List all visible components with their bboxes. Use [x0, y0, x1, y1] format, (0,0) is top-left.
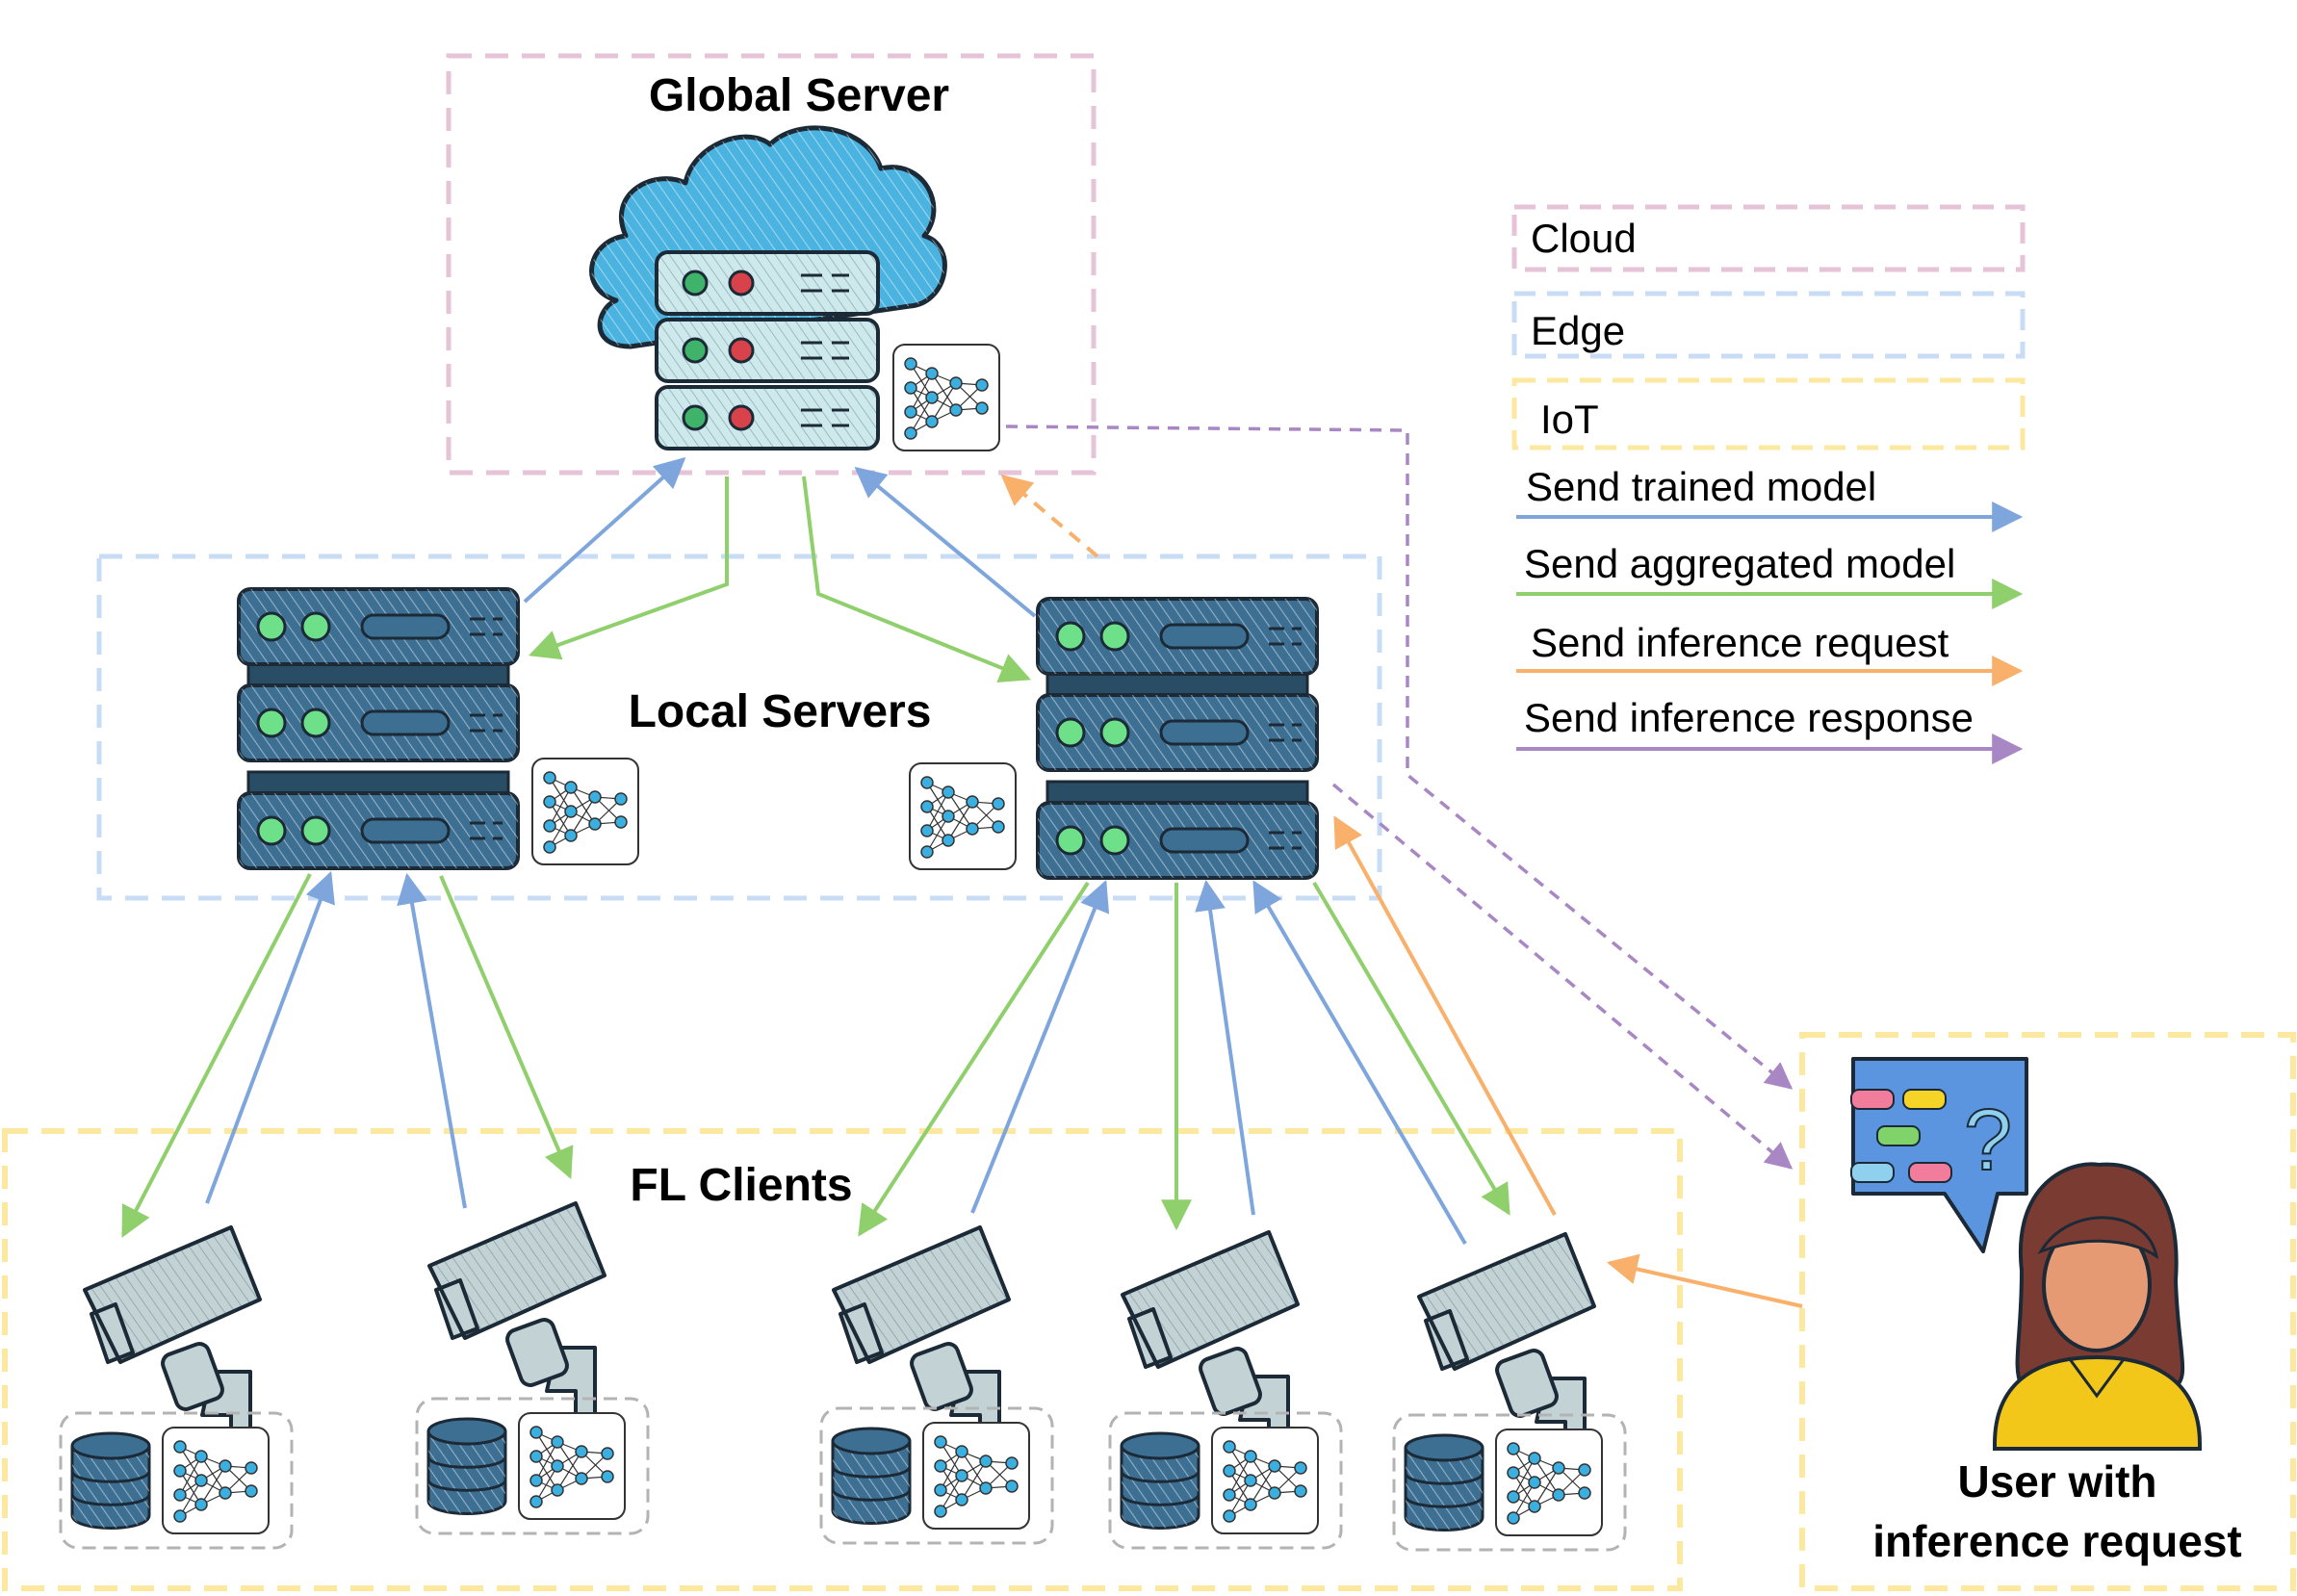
legend-iot-box [1511, 377, 2026, 450]
fl-clients-label: FL Clients [630, 1160, 852, 1211]
legend: Cloud Edge IoT Send trained model Send a… [1511, 204, 2026, 764]
car-icons [1850, 1089, 1952, 1183]
edge-region [96, 553, 1382, 901]
cloud-server-icon [589, 125, 947, 450]
user-label-line1: User with [1957, 1456, 2156, 1506]
client-4-data-box [1110, 1413, 1341, 1548]
legend-edge-box [1511, 291, 2026, 359]
question-mark-icon: ? [1964, 1093, 2012, 1189]
user-label-line2: inference request [1872, 1516, 2241, 1566]
camera-5-icon [1417, 1232, 1596, 1453]
legend-aggregated-label: Send aggregated model [1524, 541, 1955, 586]
local-servers-label: Local Servers [629, 686, 932, 737]
camera-4-icon [1121, 1230, 1300, 1451]
camera-1-icon [83, 1225, 262, 1446]
iot-region-clients [2, 1128, 1683, 1591]
local-server-right-icon [1038, 599, 1317, 878]
local-server-left-icon [239, 589, 518, 868]
local-left-neural-network-icon [531, 758, 639, 865]
legend-iot-label: IoT [1540, 397, 1599, 442]
legend-cloud-label: Cloud [1531, 216, 1637, 261]
legend-edge-label: Edge [1531, 308, 1625, 353]
client-5-data-box [1394, 1415, 1625, 1550]
client-1-data-box [61, 1413, 292, 1548]
legend-response-label: Send inference response [1524, 695, 1974, 740]
camera-3-icon [832, 1225, 1011, 1446]
speech-bubble-icon: ? [1850, 1057, 2028, 1253]
camera-2-icon [427, 1201, 607, 1422]
client-3-data-box [821, 1408, 1052, 1543]
client-2-data-box [417, 1399, 648, 1533]
iot-region-user [1799, 1032, 2296, 1591]
local-client-arrows [121, 815, 1803, 1308]
legend-cloud-box [1511, 204, 2026, 272]
legend-trained-label: Send trained model [1526, 464, 1876, 509]
inference-response-arrows [1005, 425, 1794, 1170]
global-server-label: Global Server [649, 70, 949, 121]
local-right-neural-network-icon [909, 762, 1017, 870]
user-icon [1993, 1162, 2202, 1451]
legend-request-label: Send inference request [1531, 620, 1949, 665]
cloud-local-arrows [523, 456, 1099, 683]
global-neural-network-icon [892, 344, 1000, 451]
cloud-region [446, 53, 1097, 476]
